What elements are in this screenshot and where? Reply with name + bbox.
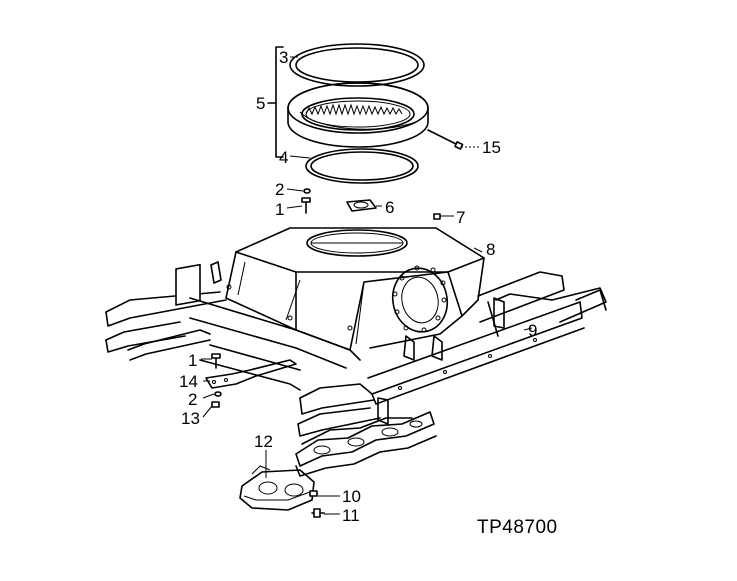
main-frame — [225, 227, 485, 351]
upper-bolt — [301, 197, 311, 214]
callout-2-lower: 2 — [188, 390, 197, 409]
lower-seal-ring — [305, 148, 419, 184]
lower-washer — [214, 391, 222, 397]
callout-6: 6 — [385, 198, 394, 217]
shoe-nut — [309, 490, 318, 497]
callout-4: 4 — [279, 148, 288, 167]
callout-3: 3 — [279, 48, 288, 67]
bearing-bolt — [427, 129, 464, 150]
callout-1-lower: 1 — [188, 351, 197, 370]
lower-bolt — [211, 353, 221, 369]
figure-reference: TP48700 — [477, 517, 558, 538]
right-track-frame — [297, 271, 607, 437]
assembly-bracket — [275, 46, 284, 158]
swing-bearing — [287, 82, 429, 148]
callout-1-upper: 1 — [275, 200, 284, 219]
upper-washer — [303, 188, 311, 194]
upper-seal-ring — [289, 43, 425, 87]
callout-5: 5 — [256, 94, 265, 113]
callout-10: 10 — [342, 487, 361, 506]
cross-member — [189, 297, 361, 391]
lower-nut — [211, 401, 220, 408]
callout-7: 7 — [456, 208, 465, 227]
callout-15: 15 — [482, 138, 501, 157]
callout-12: 12 — [254, 432, 273, 451]
callout-14: 14 — [179, 372, 198, 391]
track-links — [295, 411, 437, 477]
shoe-bolt — [311, 508, 325, 518]
leader-lines — [201, 56, 533, 515]
guard-plate — [205, 359, 297, 389]
center-joint-plate — [346, 199, 377, 212]
callout-13: 13 — [181, 409, 200, 428]
callout-9: 9 — [528, 321, 537, 340]
callout-8: 8 — [486, 240, 495, 259]
left-track-frame — [105, 261, 227, 361]
callout-2-upper: 2 — [275, 180, 284, 199]
track-shoe-plate — [239, 465, 315, 511]
callout-11: 11 — [342, 506, 360, 525]
